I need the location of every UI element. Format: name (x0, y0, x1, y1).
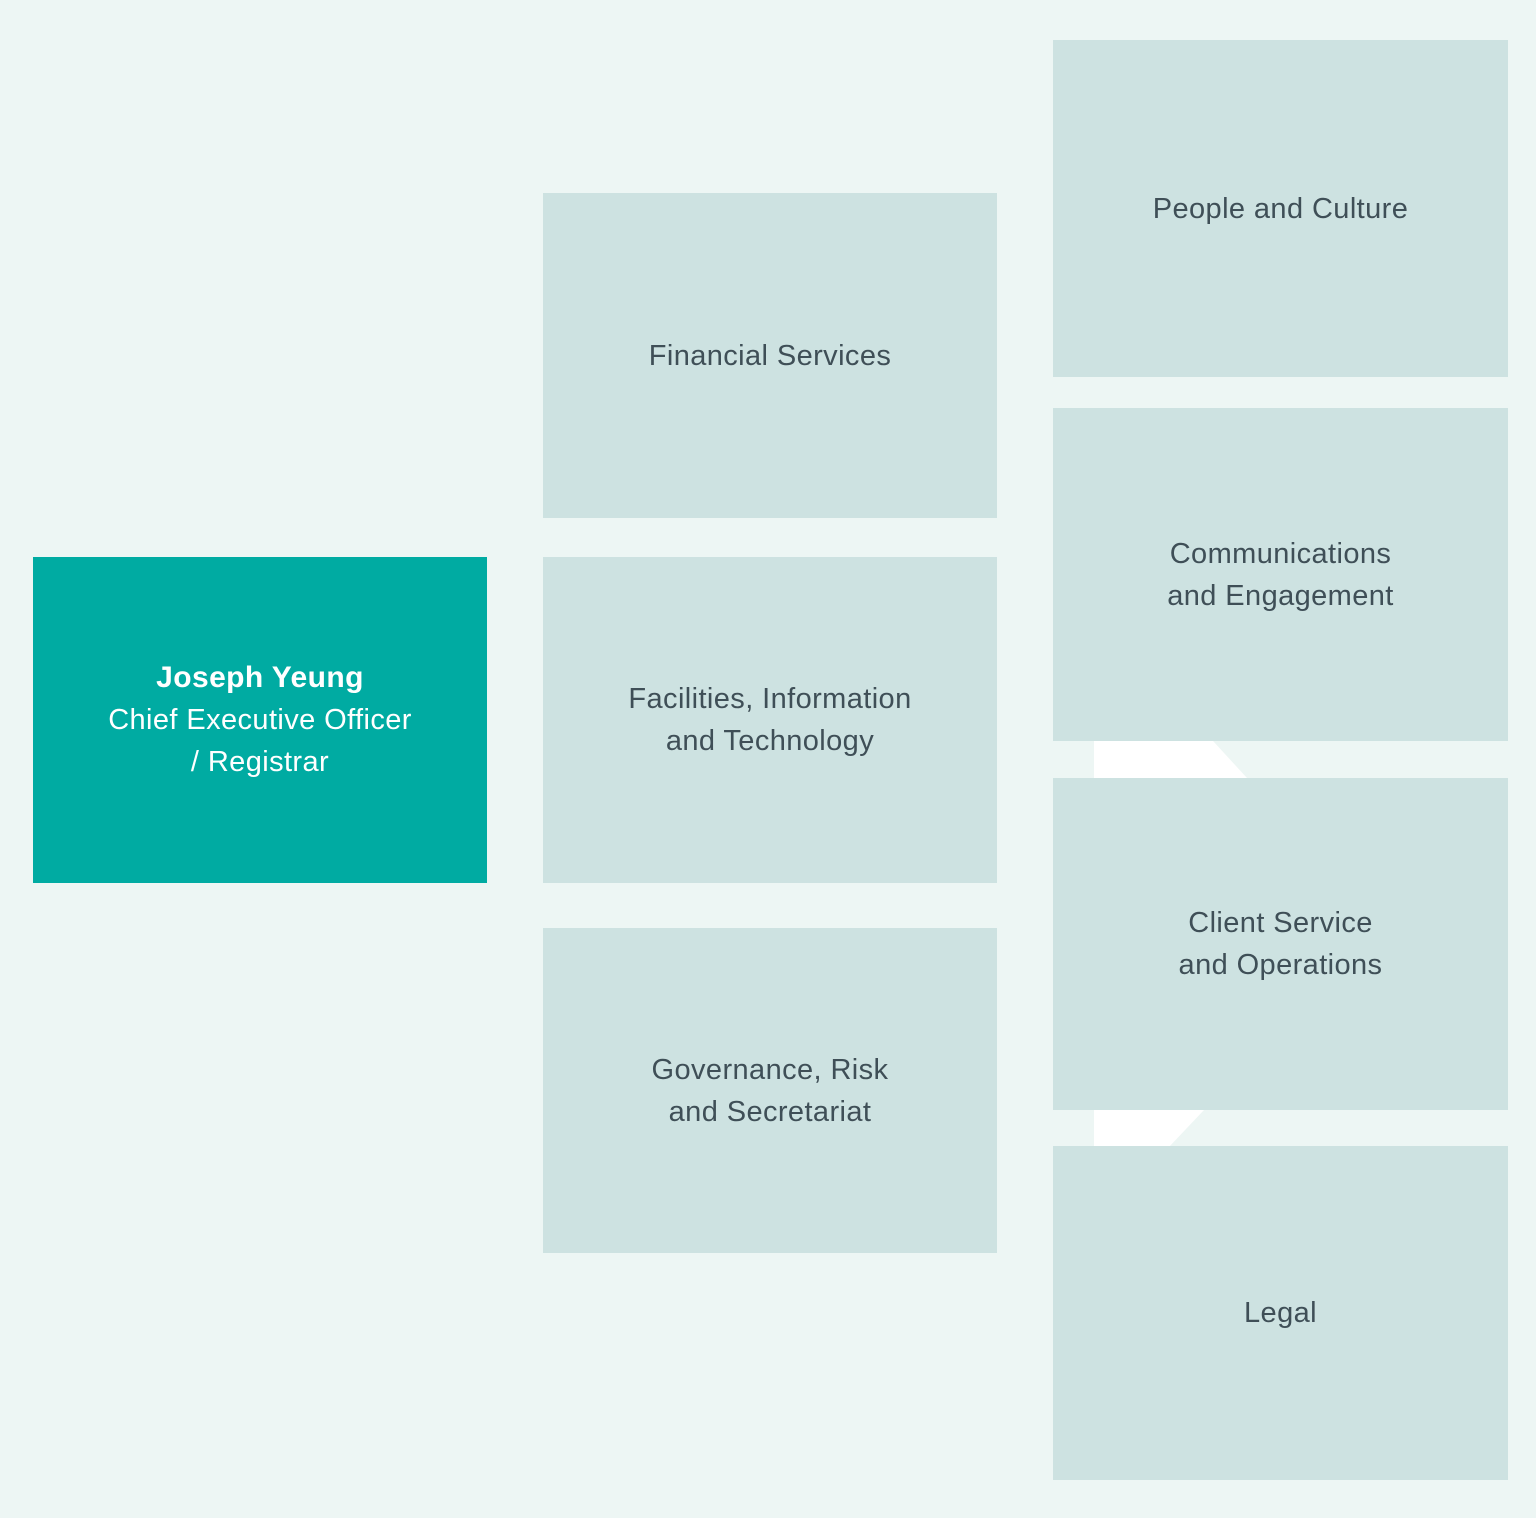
dept-node-legal: Legal (1053, 1146, 1508, 1480)
ceo-title: Chief Executive Officer / Registrar (108, 704, 412, 778)
dept-node-governance-risk-secretariat: Governance, Risk and Secretariat (543, 928, 997, 1253)
dept-label: Governance, Risk and Secretariat (651, 1053, 889, 1128)
ceo-name: Joseph Yeung (156, 661, 364, 694)
dept-label: Legal (1244, 1297, 1317, 1329)
dept-label: Facilities, Information and Technology (628, 683, 912, 757)
dept-label: Client Service and Operations (1178, 907, 1383, 981)
ceo-node: Joseph Yeung Chief Executive Officer / R… (33, 557, 487, 883)
dept-node-people-and-culture: People and Culture (1053, 40, 1508, 377)
dept-label: Communications and Engagement (1167, 537, 1394, 612)
dept-node-facilities-information-technology: Facilities, Information and Technology (543, 557, 997, 883)
dept-label: People and Culture (1152, 192, 1409, 225)
dept-node-client-service-operations: Client Service and Operations (1053, 778, 1508, 1110)
dept-label: Financial Services (648, 339, 892, 372)
dept-node-financial-services: Financial Services (543, 193, 997, 518)
chevron-decoration-top (1094, 741, 1247, 778)
dept-node-communications-engagement: Communications and Engagement (1053, 408, 1508, 741)
chevron-decoration-bottom (1094, 1110, 1204, 1146)
